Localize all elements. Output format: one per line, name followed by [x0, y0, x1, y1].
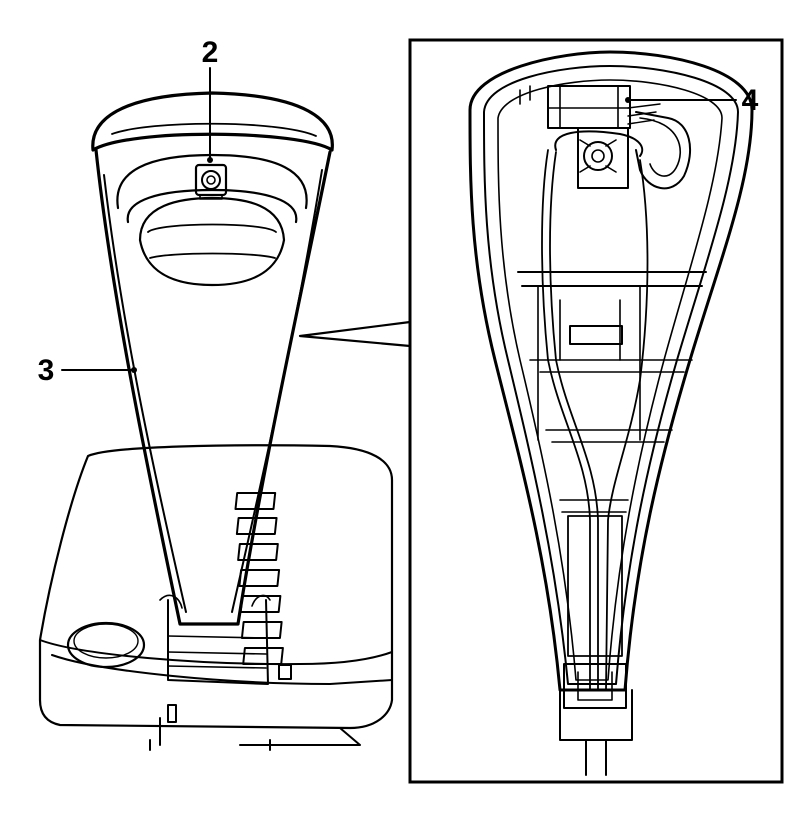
callout-3-label: 3 — [38, 354, 55, 387]
cup-holder — [66, 621, 146, 669]
lever-boot — [159, 594, 271, 685]
shift-lever-exterior-view: 2 3 — [38, 36, 394, 751]
shifter-base — [38, 444, 394, 751]
callout-4-label: 4 — [742, 84, 759, 117]
callout-2-label: 2 — [202, 36, 219, 69]
shift-knob-interior-view: 4 — [408, 38, 784, 784]
detail-frame — [408, 38, 784, 784]
shift-lever-knob — [91, 91, 334, 626]
shift-lock-button — [194, 163, 228, 200]
detail-pointer — [298, 320, 412, 348]
lock-mechanism — [519, 85, 692, 190]
